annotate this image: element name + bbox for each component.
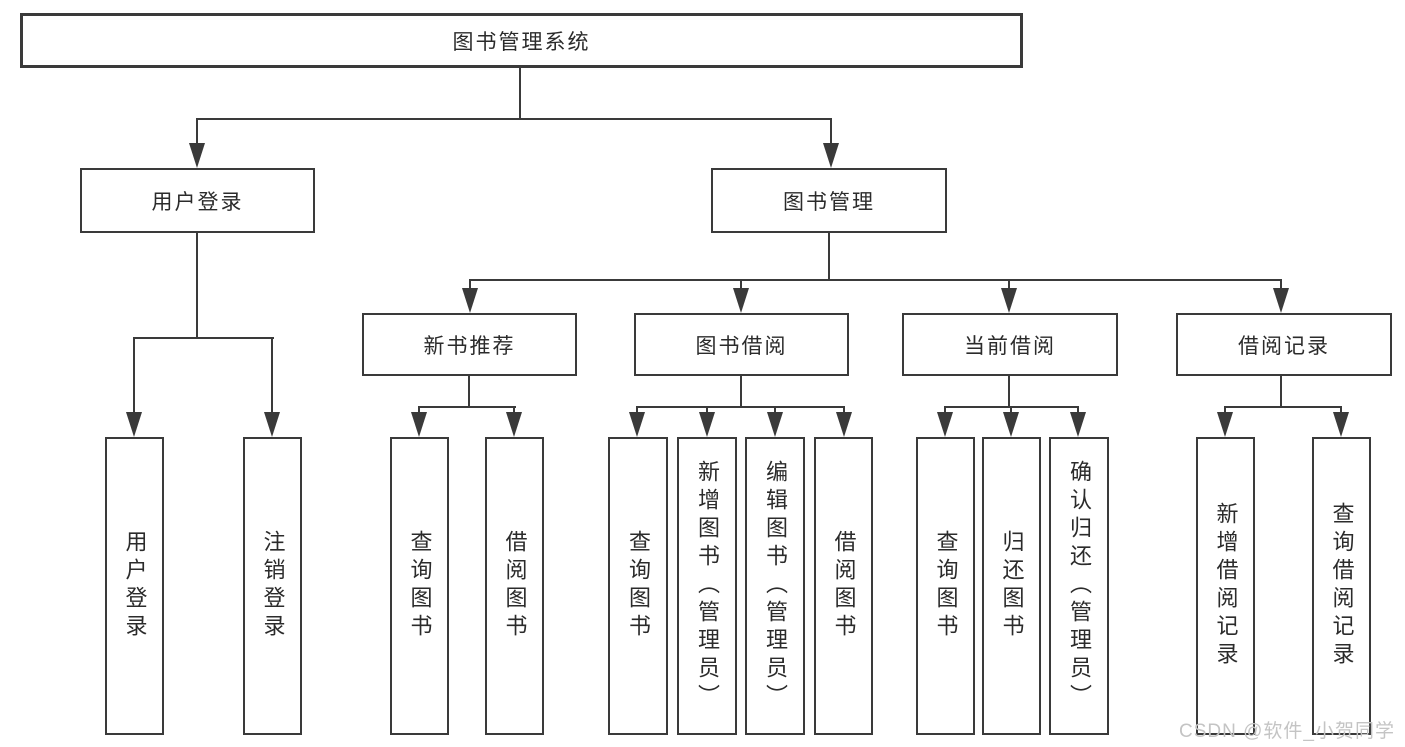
leaf-confirm-return-admin: 确认归还（管理员） [1049, 437, 1109, 735]
connector-line [830, 118, 832, 146]
leaf-label: 查询图书 [933, 530, 959, 642]
connector-line [1224, 406, 1226, 416]
connector-line [1008, 376, 1010, 408]
leaf-query-books-borrowing: 查询图书 [608, 437, 668, 735]
arrowhead-down-icon [264, 412, 280, 437]
arrowhead-down-icon [189, 143, 205, 168]
connector-line [418, 406, 516, 408]
connector-line [843, 406, 845, 416]
leaf-return-books: 归还图书 [982, 437, 1041, 735]
node-label: 用户登录 [151, 190, 244, 214]
leaf-label: 查询借阅记录 [1329, 502, 1355, 670]
arrowhead-down-icon [823, 143, 839, 168]
arrowhead-down-icon [506, 412, 522, 437]
connector-line [1224, 406, 1342, 408]
connector-line [1280, 376, 1282, 408]
arrowhead-down-icon [1273, 288, 1289, 313]
connector-line [828, 233, 830, 281]
arrowhead-down-icon [126, 412, 142, 437]
connector-line [740, 376, 742, 408]
arrowhead-down-icon [462, 288, 478, 313]
connector-line [133, 337, 135, 414]
connector-line [469, 279, 471, 291]
connector-line [636, 406, 845, 408]
connector-line [271, 337, 273, 414]
node-label: 当前借阅 [964, 334, 1056, 358]
arrowhead-down-icon [1217, 412, 1233, 437]
connector-line [513, 406, 515, 416]
leaf-label: 查询图书 [407, 530, 433, 642]
arrowhead-down-icon [1070, 412, 1086, 437]
connector-line [418, 406, 420, 416]
arrowhead-down-icon [1333, 412, 1349, 437]
node-user-login: 用户登录 [80, 168, 315, 233]
connector-line [196, 118, 198, 146]
arrowhead-down-icon [1003, 412, 1019, 437]
leaf-label: 查询图书 [626, 530, 651, 642]
leaf-query-books-current: 查询图书 [916, 437, 975, 735]
leaf-label: 新增借阅记录 [1213, 502, 1239, 670]
connector-line [1340, 406, 1342, 416]
connector-line [636, 406, 638, 416]
connector-line [706, 406, 708, 416]
connector-line [774, 406, 776, 416]
leaf-label: 注销登录 [260, 530, 286, 642]
connector-line [944, 406, 946, 416]
arrowhead-down-icon [629, 412, 645, 437]
leaf-label: 借阅图书 [502, 530, 528, 642]
arrowhead-down-icon [699, 412, 715, 437]
node-label: 图书管理 [783, 190, 875, 214]
leaf-query-borrow-record: 查询借阅记录 [1312, 437, 1371, 735]
leaf-user-login: 用户登录 [105, 437, 164, 735]
leaf-add-books-admin: 新增图书（管理员） [677, 437, 737, 735]
connector-line [519, 68, 521, 118]
csdn-watermark: CSDN @软件_小贺同学 [1179, 721, 1395, 742]
node-label: 借阅记录 [1238, 334, 1330, 358]
leaf-label: 借阅图书 [831, 530, 857, 642]
node-label: 图书管理系统 [452, 30, 591, 54]
node-borrowing-records: 借阅记录 [1176, 313, 1392, 376]
connector-line [1077, 406, 1079, 416]
connector-line [196, 233, 198, 339]
leaf-borrow-books: 借阅图书 [814, 437, 873, 735]
node-book-management: 图书管理 [711, 168, 947, 233]
node-label: 图书借阅 [695, 334, 788, 358]
arrowhead-down-icon [836, 412, 852, 437]
connector-line [468, 376, 470, 408]
connector-line [1010, 406, 1012, 416]
leaf-add-borrow-record: 新增借阅记录 [1196, 437, 1255, 735]
connector-line [1280, 279, 1282, 291]
arrowhead-down-icon [767, 412, 783, 437]
connector-line [740, 279, 742, 291]
connector-line [469, 279, 1282, 281]
arrowhead-down-icon [411, 412, 427, 437]
connector-line [133, 337, 274, 339]
leaf-query-books-recommend: 查询图书 [390, 437, 449, 735]
leaf-label: 用户登录 [122, 530, 148, 642]
leaf-label: 新增图书（管理员） [695, 460, 720, 712]
leaf-label: 确认归还（管理员） [1067, 460, 1092, 712]
node-label: 新书推荐 [423, 334, 516, 358]
leaf-logout: 注销登录 [243, 437, 302, 735]
node-current-borrowing: 当前借阅 [902, 313, 1118, 376]
node-new-book-recommend: 新书推荐 [362, 313, 577, 376]
arrowhead-down-icon [1001, 288, 1017, 313]
node-library-management-system: 图书管理系统 [20, 13, 1023, 68]
leaf-edit-books-admin: 编辑图书（管理员） [745, 437, 805, 735]
leaf-borrow-books-recommend: 借阅图书 [485, 437, 544, 735]
node-book-borrowing: 图书借阅 [634, 313, 849, 376]
connector-line [196, 118, 832, 120]
leaf-label: 编辑图书（管理员） [763, 460, 788, 712]
connector-line [1008, 279, 1010, 291]
arrowhead-down-icon [733, 288, 749, 313]
leaf-label: 归还图书 [999, 530, 1025, 642]
arrowhead-down-icon [937, 412, 953, 437]
